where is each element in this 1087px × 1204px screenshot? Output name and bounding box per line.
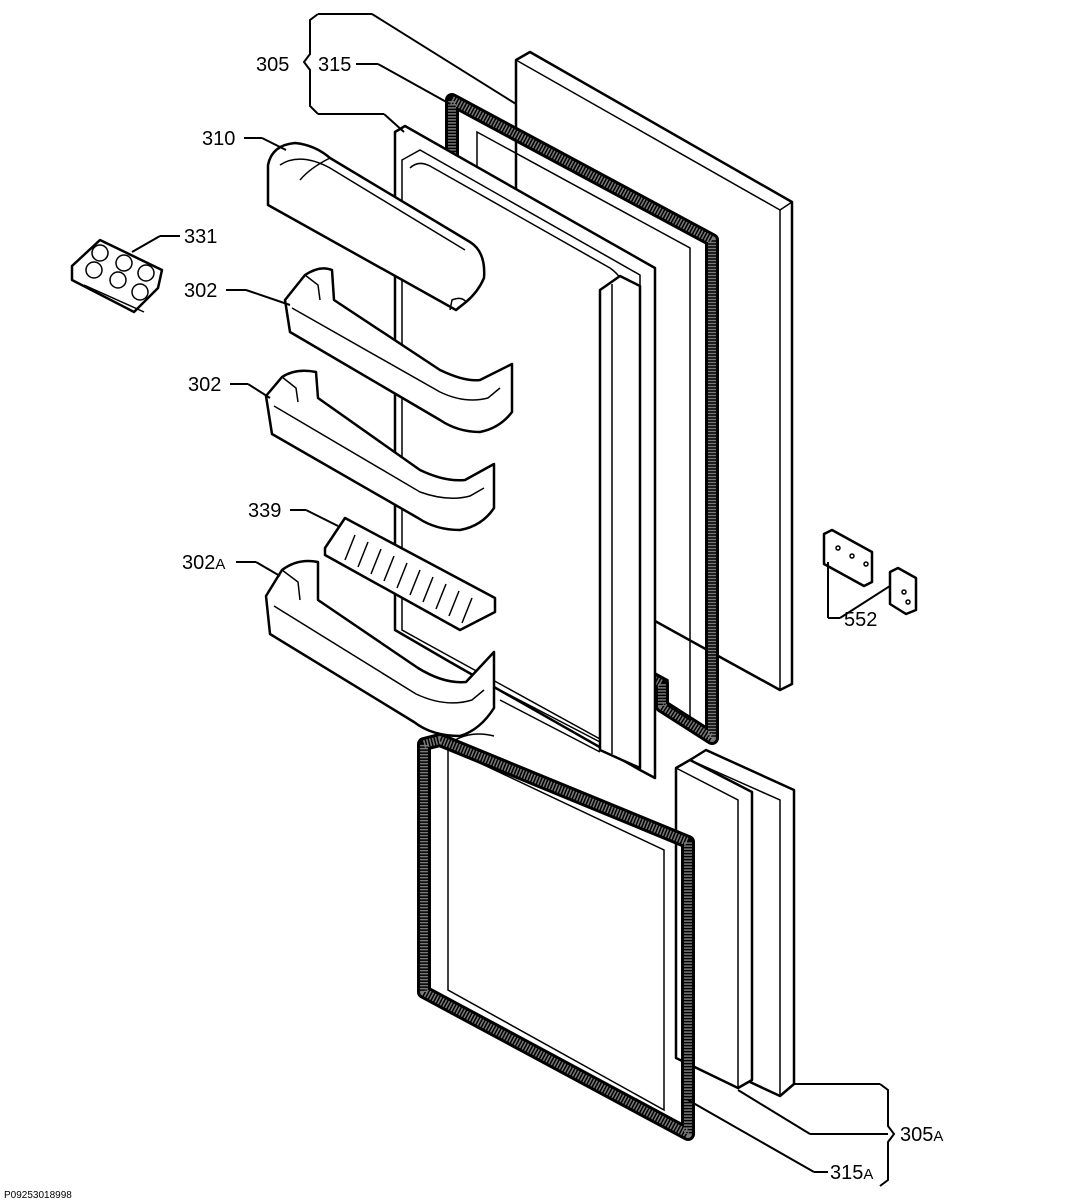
label-315a-number: 315	[830, 1162, 863, 1184]
label-302a-number: 302	[182, 552, 215, 574]
label-305: 305	[256, 54, 289, 76]
label-315a: 315A	[830, 1162, 873, 1184]
door-hinge-bracket	[822, 528, 918, 616]
label-315: 315	[318, 54, 351, 76]
label-302-middle: 302	[188, 374, 221, 396]
door-shelf-top	[283, 267, 514, 434]
leader-lines	[131, 13, 896, 1187]
label-305a: 305A	[900, 1124, 943, 1146]
door-shelf-middle	[264, 369, 496, 532]
butter-compartment-cover	[266, 141, 486, 312]
label-305a-number: 305	[900, 1124, 933, 1146]
label-331: 331	[184, 226, 217, 248]
lower-door-gasket	[417, 733, 695, 1141]
label-302a-suffix: A	[215, 556, 225, 573]
drawing-code: P09253018998	[4, 1190, 72, 1201]
label-315a-suffix: A	[863, 1166, 873, 1183]
label-310: 310	[202, 128, 235, 150]
label-552: 552	[844, 609, 877, 631]
label-302-top: 302	[184, 280, 217, 302]
egg-tray	[70, 238, 164, 314]
label-302a: 302A	[182, 552, 225, 574]
label-339: 339	[248, 500, 281, 522]
bottle-retainer-rack	[323, 516, 497, 632]
part-labels: 305 315 310 331 302 302 339 302A 552 305…	[4, 54, 943, 1201]
label-305a-suffix: A	[933, 1128, 943, 1145]
